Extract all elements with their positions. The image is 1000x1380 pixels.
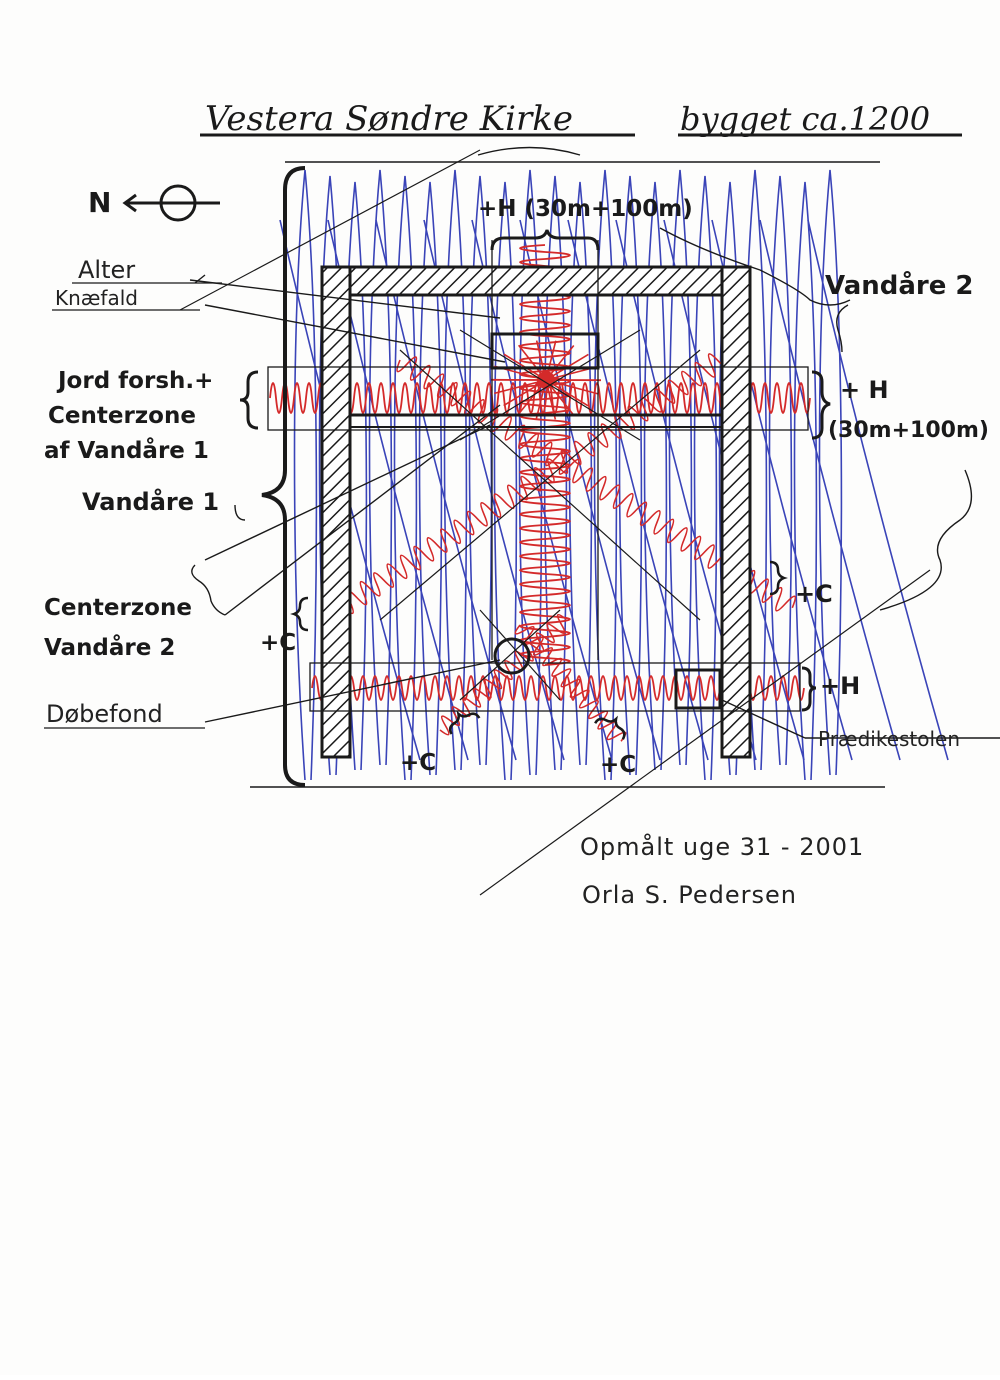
blue-loop <box>818 169 843 776</box>
top-h-brace <box>490 229 600 251</box>
blue-loop <box>393 175 418 781</box>
red-diagonal-low-right <box>514 624 627 742</box>
right-h-brace <box>811 370 831 440</box>
pradikestol-pulpit <box>674 668 722 710</box>
vandare1-brace <box>261 166 306 787</box>
label-top-h: +H (30m+100m) <box>478 196 693 222</box>
blue-loop <box>793 181 818 781</box>
blue-loop <box>668 169 693 766</box>
label-right-h-line1: + H <box>840 376 889 404</box>
diagonal-construction-lines <box>179 149 931 896</box>
label-bottom-c-right: +C <box>600 752 636 778</box>
blue-loop <box>493 181 518 781</box>
label-jord-line2: Centerzone <box>48 403 196 429</box>
blue-loop <box>443 169 468 771</box>
blue-loop <box>418 181 443 776</box>
bottom-right-c-brace <box>594 715 626 740</box>
label-vandare1: Vandåre 1 <box>82 487 219 516</box>
blue-loop <box>618 175 643 776</box>
compass-letter: N <box>88 186 111 219</box>
label-left-c: +C <box>260 630 296 656</box>
blue-loop <box>768 175 793 766</box>
red-wave <box>269 382 811 414</box>
blue-loop <box>568 181 593 766</box>
blue-diagonal <box>807 219 949 761</box>
vertical-red-zone <box>519 244 571 666</box>
bottom-left-c-brace <box>448 710 481 735</box>
label-pradikestolen: Prædikestolen <box>818 727 960 751</box>
dobefond-font-icon <box>493 637 531 675</box>
label-jord-line3: af Vandåre 1 <box>44 437 209 464</box>
blue-diagonal <box>759 219 901 761</box>
compass-arrow-icon <box>122 184 220 222</box>
label-vandare2: Vandåre 2 <box>825 269 974 301</box>
signature-line2: Orla S. Pedersen <box>582 881 797 909</box>
blue-loop <box>543 175 568 771</box>
blue-loop <box>293 169 318 781</box>
blue-loop <box>468 175 493 766</box>
signature-line1: Opmålt uge 31 - 2001 <box>580 832 864 861</box>
title-name: Vestera Søndre Kirke <box>205 99 573 139</box>
label-right-c: +C <box>795 580 833 608</box>
label-right-h-line2: (30m+100m) <box>828 418 989 443</box>
upper-red-zone <box>269 382 811 414</box>
label-dobefond: Døbefond <box>46 700 163 728</box>
label-lower-h: +H <box>820 672 860 700</box>
red-diagonal-left <box>329 344 733 623</box>
label-knaefald: Knæfald <box>55 286 138 310</box>
jord-brace <box>239 370 259 430</box>
lower-h-brace <box>801 666 817 712</box>
altar <box>490 332 600 370</box>
label-center2-line1: Centerzone <box>44 595 192 621</box>
label-jord-line1: Jord forsh.+ <box>56 368 213 394</box>
blue-loop <box>593 169 618 781</box>
label-center2-line2: Vandåre 2 <box>44 634 175 661</box>
blue-loop <box>368 169 393 766</box>
title-built: bygget ca.1200 <box>680 100 930 138</box>
leader-lines <box>189 146 1000 739</box>
church-walls <box>320 265 752 759</box>
label-alter: Alter <box>78 256 135 284</box>
blue-loop <box>643 181 668 771</box>
blue-loop <box>693 175 718 781</box>
label-bottom-c-left: +C <box>400 750 436 776</box>
red-vertical-wave <box>519 244 571 666</box>
left-c-brace <box>290 596 309 632</box>
right-c-brace <box>769 560 788 596</box>
